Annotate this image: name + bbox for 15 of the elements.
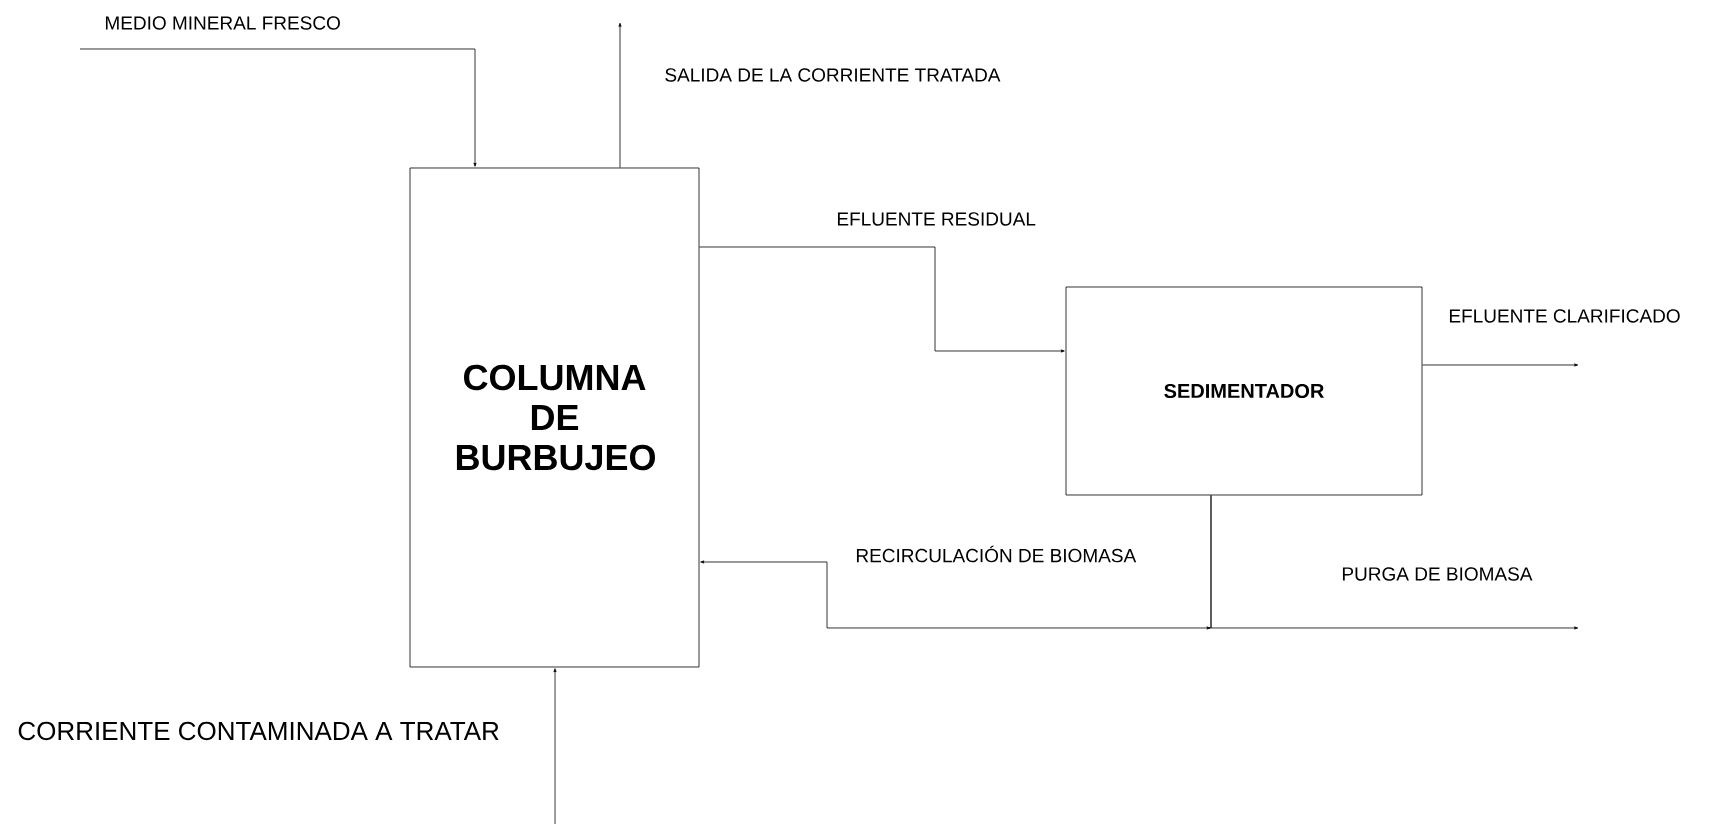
arrow: [553, 668, 557, 824]
process-box: SEDIMENTADOR: [1065, 286, 1423, 496]
edge-label: CORRIENTE CONTAMINADA A TRATAR: [16, 720, 501, 742]
edge-label: EFLUENTE RESIDUAL: [835, 211, 1037, 227]
edge-label: EFLUENTE CLARIFICADO: [1447, 308, 1682, 324]
arrow: [618, 22, 622, 168]
arrow: [79, 48, 477, 167]
arrow: [1206, 495, 1579, 630]
edge-label: MEDIO MINERAL FRESCO: [103, 15, 342, 31]
arrow: [1422, 363, 1579, 367]
arrow: [699, 246, 1065, 353]
process-box: COLUMNA DE BURBUJEO: [409, 167, 700, 668]
edge-label: PURGA DE BIOMASA: [1340, 566, 1534, 582]
edge-label: RECIRCULACIÓN DE BIOMASA: [854, 544, 1138, 564]
edge-label: SALIDA DE LA CORRIENTE TRATADA: [663, 67, 1002, 83]
